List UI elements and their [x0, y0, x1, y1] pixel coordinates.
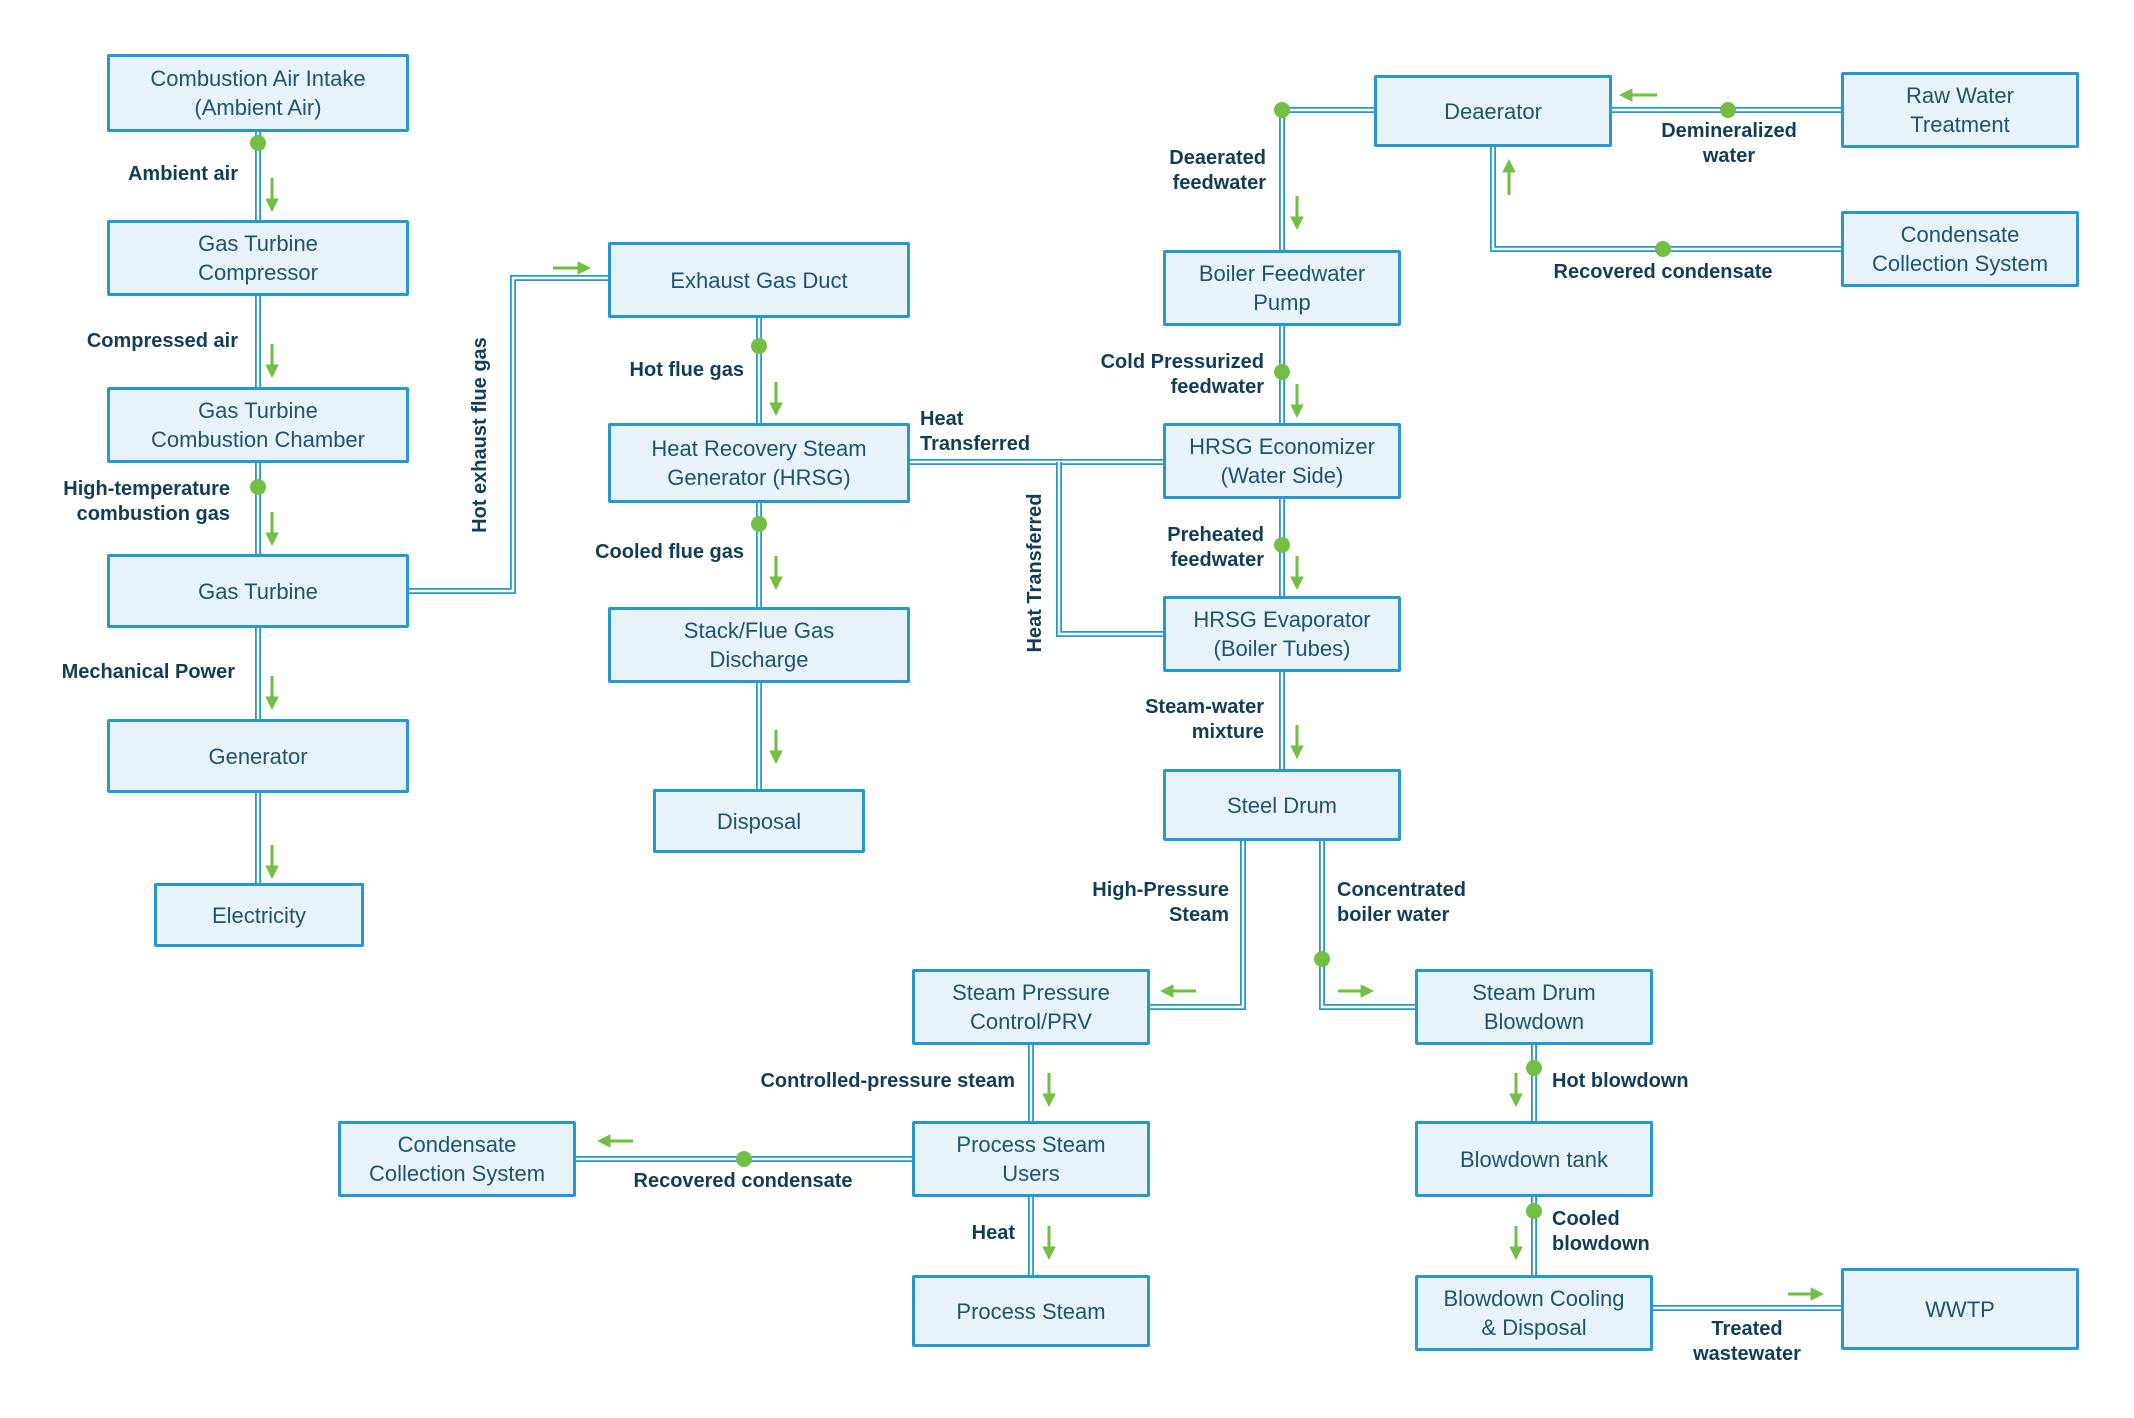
flow-label-heat: Heat: [971, 1222, 1015, 1244]
flow-label-preheated-feedwater: Preheated feedwater: [1167, 524, 1264, 571]
flow-label-demineralized-water: Demineralized water: [1661, 120, 1797, 167]
flow-label-compressed-air: Compressed air: [86, 330, 238, 352]
node-hrsg: Heat Recovery Steam Generator (HRSG): [608, 423, 910, 503]
junction-dot: [736, 1151, 752, 1167]
node-disposal: Disposal: [653, 789, 865, 853]
node-process-steam-users: Process Steam Users: [912, 1121, 1150, 1197]
node-hrsg-economizer: HRSG Economizer (Water Side): [1163, 423, 1401, 499]
node-raw-water-treatment: Raw Water Treatment: [1841, 72, 2079, 148]
flow-label-high-temperature-combustion-gas: High-temperature combustion gas: [63, 478, 230, 525]
node-blowdown-tank: Blowdown tank: [1415, 1121, 1653, 1197]
node-blowdown-cooling-disposal: Blowdown Cooling & Disposal: [1415, 1275, 1653, 1351]
node-boiler-feedwater-pump: Boiler Feedwater Pump: [1163, 250, 1401, 326]
node-electricity: Electricity: [154, 883, 364, 947]
node-steam-pressure-control-prv: Steam Pressure Control/PRV: [912, 969, 1150, 1045]
junction-dot: [1655, 241, 1671, 257]
junction-dot: [1526, 1060, 1542, 1076]
flow-label-hot-flue-gas: Hot flue gas: [629, 359, 744, 381]
node-gas-turbine-combustion-chamber: Gas Turbine Combustion Chamber: [107, 387, 409, 463]
node-condensate-collection-system-left: Condensate Collection System: [338, 1121, 576, 1197]
flow-label-cooled-flue-gas: Cooled flue gas: [595, 541, 744, 563]
flow-label-steam-water-mixture: Steam-water mixture: [1145, 696, 1264, 743]
junction-dots: [250, 102, 1736, 1219]
junction-dot: [1274, 364, 1290, 380]
node-steam-drum-blowdown: Steam Drum Blowdown: [1415, 969, 1653, 1045]
flow-label-controlled-pressure-steam: Controlled-pressure steam: [760, 1070, 1015, 1092]
node-process-steam: Process Steam: [912, 1275, 1150, 1347]
junction-dot: [751, 516, 767, 532]
flow-label-ambient-air: Ambient air: [127, 163, 238, 185]
node-deaerator: Deaerator: [1374, 75, 1612, 147]
flow-label-mechanical-power: Mechanical Power: [61, 661, 235, 683]
node-wwtp: WWTP: [1841, 1268, 2079, 1350]
flow-label-cooled-blowdown: Cooled blowdown: [1552, 1208, 1650, 1255]
flow-label-cold-pressurized-feedwater: Cold Pressurized feedwater: [1100, 351, 1264, 398]
flow-label-high-pressure-steam: High-Pressure Steam: [1092, 879, 1229, 926]
flow-label-hot-blowdown: Hot blowdown: [1552, 1070, 1689, 1092]
flow-label-recovered-condensate-bottom: Recovered condensate: [633, 1170, 853, 1192]
flow-label-heat-transferred-horizontal: Heat Transferred: [920, 408, 1031, 455]
node-condensate-collection-system-right: Condensate Collection System: [1841, 211, 2079, 287]
flow-label-heat-transferred-vertical: Heat Transferred: [1024, 493, 1046, 653]
node-gas-turbine-compressor: Gas Turbine Compressor: [107, 220, 409, 296]
node-generator: Generator: [107, 719, 409, 793]
flow-label-concentrated-boiler-water: Concentrated boiler water: [1337, 879, 1466, 926]
node-stack-flue-gas-discharge: Stack/Flue Gas Discharge: [608, 607, 910, 683]
node-hrsg-evaporator: HRSG Evaporator (Boiler Tubes): [1163, 596, 1401, 672]
node-steel-drum: Steel Drum: [1163, 769, 1401, 841]
junction-dot: [1314, 951, 1330, 967]
junction-dot: [1274, 102, 1290, 118]
flow-label-deaerated-feedwater: Deaerated feedwater: [1169, 147, 1266, 194]
flow-label-treated-wastewater: Treated wastewater: [1693, 1318, 1801, 1365]
junction-dot: [1526, 1203, 1542, 1219]
flow-arrows: [265, 88, 1825, 1301]
junction-dot: [1274, 537, 1290, 553]
node-combustion-air-intake: Combustion Air Intake (Ambient Air): [107, 54, 409, 132]
junction-dot: [1720, 102, 1736, 118]
node-gas-turbine: Gas Turbine: [107, 554, 409, 628]
junction-dot: [250, 135, 266, 151]
junction-dot: [751, 338, 767, 354]
flow-label-hot-exhaust-flue-gas: Hot exhaust flue gas: [469, 337, 491, 533]
node-exhaust-gas-duct: Exhaust Gas Duct: [608, 242, 910, 318]
junction-dot: [250, 479, 266, 495]
flow-label-recovered-condensate-top: Recovered condensate: [1553, 261, 1773, 283]
